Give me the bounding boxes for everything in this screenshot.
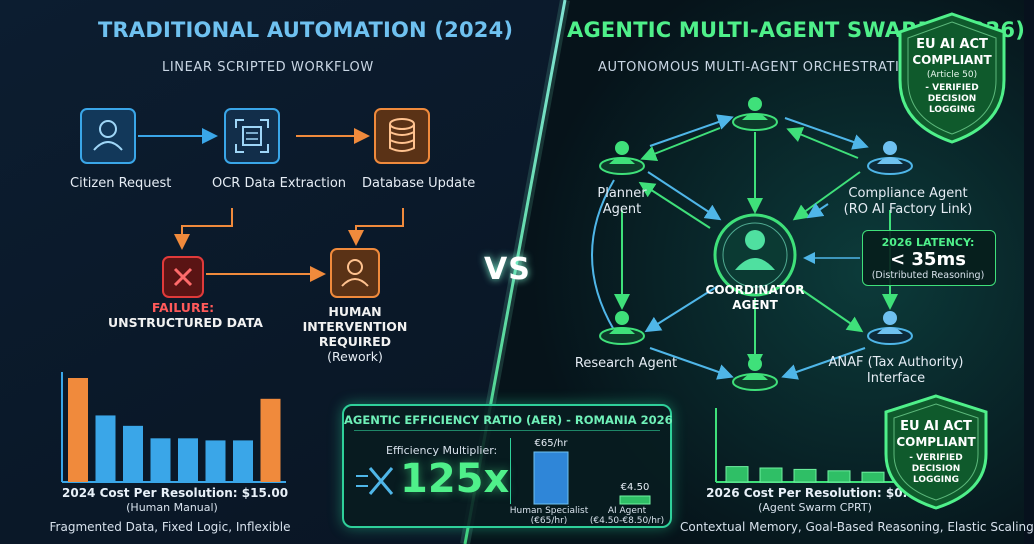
compliance-agent-icon <box>867 141 913 175</box>
compliance-label-2: (RO AI Factory Link) <box>843 202 973 217</box>
left-bar-0 <box>68 378 88 482</box>
coordinator-label-2: AGENT <box>732 298 778 312</box>
left-cost-sub: (Human Manual) <box>126 501 218 514</box>
right-bar-3 <box>827 470 851 483</box>
aer-agent-value: €4.50 <box>621 482 650 493</box>
scan-icon <box>235 119 269 153</box>
right-cost-chart <box>715 408 904 483</box>
eu-ai-act-shield-top <box>898 12 1006 144</box>
anaf-label-2: Interface <box>866 371 926 386</box>
anaf-label-1: ANAF (Tax Authority) <box>828 355 964 370</box>
compliance-label-1: Compliance Agent <box>848 186 968 201</box>
workflow-arrows <box>138 128 404 282</box>
latency-sub: (Distributed Reasoning) <box>871 270 985 281</box>
agent-network-links <box>591 114 898 380</box>
right-cost-sub: (Agent Swarm CPRT) <box>758 501 872 514</box>
user-icon <box>93 120 123 151</box>
badge-top-line1: EU AI ACT <box>916 37 988 52</box>
left-cost-title: 2024 Cost Per Resolution: $15.00 <box>62 486 289 500</box>
right-cost-title: 2026 Cost Per Resolution: $0.12 <box>706 486 924 500</box>
badge-top-line5: DECISION <box>927 94 977 104</box>
left-bar-7 <box>260 398 281 482</box>
aer-panel: AGENTIC EFFICIENCY RATIO (AER) - ROMANIA… <box>342 404 673 528</box>
left-bar-6 <box>233 440 253 482</box>
left-title: TRADITIONAL AUTOMATION (2024) <box>98 18 514 42</box>
coordinator-label-1: COORDINATOR <box>705 283 805 297</box>
step-label-ocr: OCR Data Extraction <box>212 176 347 191</box>
person-icon <box>341 259 369 287</box>
latency-box: 2026 LATENCY: < 35ms (Distributed Reason… <box>862 230 996 286</box>
human-line-3: REQUIRED <box>318 334 392 349</box>
human-line-1: HUMAN <box>328 304 382 319</box>
badge-top-line4: - VERIFIED <box>925 83 979 93</box>
x-icon <box>173 267 193 287</box>
bottom-agent-icon <box>732 357 778 391</box>
aer-multiplier-label: Efficiency Multiplier: <box>386 444 498 457</box>
left-bar-5 <box>205 440 226 482</box>
failure-subtitle: UNSTRUCTURED DATA <box>108 315 263 330</box>
eu-ai-act-shield-bottom <box>884 394 988 510</box>
badge-bottom-line2: COMPLIANT <box>896 435 976 449</box>
aer-chart: €65/hr €4.50 <box>533 438 651 505</box>
aer-human-label-2: (€65/hr) <box>530 516 568 526</box>
left-bar-1 <box>95 415 116 482</box>
top-agent-icon <box>732 97 778 131</box>
aer-agent-bar <box>619 495 651 505</box>
badge-top-line2: COMPLIANT <box>912 53 992 67</box>
aer-multiplier-value: 125x <box>400 456 510 502</box>
planner-label-2: Agent <box>602 202 642 217</box>
aer-axis <box>510 438 511 504</box>
ocr-node <box>224 108 280 164</box>
right-subtitle: AUTONOMOUS MULTI-AGENT ORCHESTRATION <box>598 60 921 75</box>
left-subtitle: LINEAR SCRIPTED WORKFLOW <box>162 60 374 75</box>
database-icon <box>389 118 415 152</box>
badge-bottom-line1: EU AI ACT <box>900 419 972 434</box>
human-line-2: INTERVENTION <box>302 319 408 334</box>
aer-divider <box>354 430 660 431</box>
aer-human-label-1: Human Specialist <box>509 506 589 516</box>
badge-bottom-line3: - VERIFIED <box>909 453 963 463</box>
aer-title: AGENTIC EFFICIENCY RATIO (AER) - ROMANIA… <box>344 413 673 427</box>
left-bar-3 <box>150 438 171 482</box>
human-rework: (Rework) <box>327 349 383 364</box>
coordinator-agent-icon <box>713 213 797 297</box>
human-node <box>330 248 380 298</box>
failure-title: FAILURE: <box>151 300 215 315</box>
research-label: Research Agent <box>574 356 678 371</box>
research-agent-icon <box>599 311 645 345</box>
right-bar-4 <box>861 471 885 483</box>
badge-bottom-line4: DECISION <box>911 464 961 474</box>
badge-top-line3: (Article 50) <box>926 70 978 80</box>
multiply-icon <box>356 467 394 495</box>
agent-nodes <box>599 97 913 391</box>
left-cost-chart <box>61 372 286 483</box>
failure-node <box>162 256 204 298</box>
left-bar-2 <box>123 425 143 482</box>
step-label-citizen: Citizen Request <box>70 176 172 191</box>
aer-human-value: €65/hr <box>535 438 569 449</box>
latency-title: 2026 LATENCY: <box>881 236 975 249</box>
latency-value: < 35ms <box>890 249 966 270</box>
anaf-agent-icon <box>867 311 913 345</box>
right-bar-2 <box>793 468 817 483</box>
step-label-database: Database Update <box>362 176 476 191</box>
right-footer: Contextual Memory, Goal-Based Reasoning,… <box>680 520 1034 534</box>
left-bar-4 <box>178 438 198 482</box>
aer-human-bar <box>533 451 569 505</box>
badge-bottom-line5: LOGGING <box>912 475 960 485</box>
vs-label: VS <box>484 252 531 287</box>
right-bar-0 <box>725 466 749 483</box>
citizen-request-node <box>80 108 136 164</box>
planner-agent-icon <box>599 141 645 175</box>
aer-agent-label-2: (€4.50-€8.50/hr) <box>589 516 665 526</box>
badge-top-line6: LOGGING <box>928 105 976 115</box>
database-node <box>374 108 430 164</box>
aer-agent-label-1: AI Agent <box>607 506 647 516</box>
left-footer: Fragmented Data, Fixed Logic, Inflexible <box>49 520 291 534</box>
right-bar-1 <box>759 467 783 483</box>
planner-label-1: Planner <box>597 186 647 201</box>
